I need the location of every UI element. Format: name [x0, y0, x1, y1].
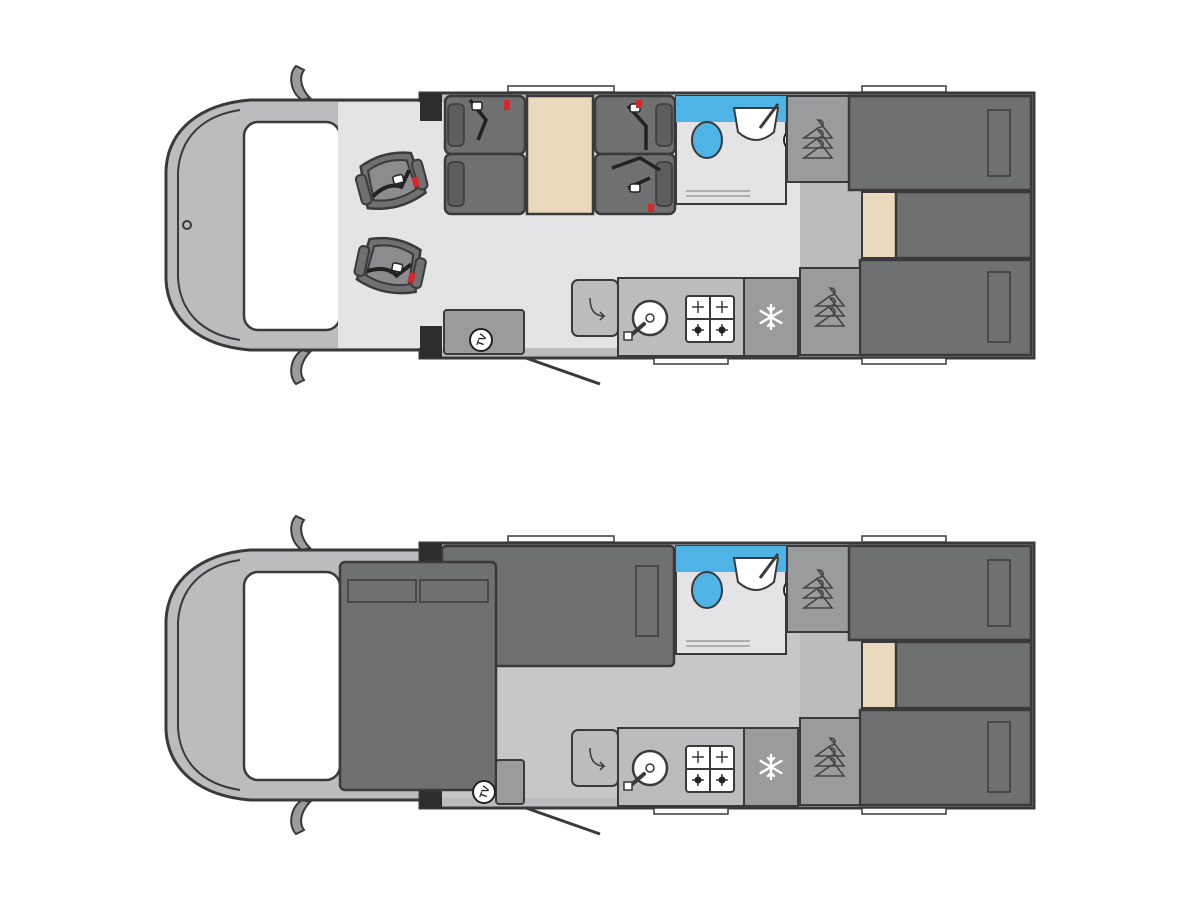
floorplan-day: TV TV — [164, 64, 1036, 386]
wardrobe — [799, 717, 861, 806]
kitchen-cupboard — [571, 729, 619, 787]
washroom — [675, 545, 787, 655]
windscreen — [242, 120, 342, 332]
hob-icon — [685, 295, 735, 343]
bed-icon — [338, 560, 498, 792]
toilet-icon — [691, 571, 723, 609]
table-icon — [525, 94, 595, 216]
wardrobe — [786, 545, 850, 633]
bed-icon — [847, 544, 1033, 642]
bed-icon — [847, 94, 1033, 192]
tv-cabinet — [495, 759, 525, 805]
dinette-seat — [593, 94, 677, 216]
window-icon — [653, 357, 729, 365]
window-icon — [653, 807, 729, 815]
mirror-icon — [290, 64, 312, 102]
step-icon — [861, 641, 897, 709]
tv-icon: TV — [472, 780, 496, 804]
tv-icon: TV — [469, 328, 493, 352]
hob-icon — [685, 745, 735, 793]
basin-icon — [732, 107, 780, 141]
dinette-seat — [443, 94, 527, 216]
wardrobe — [786, 95, 850, 183]
basin-icon — [732, 557, 780, 591]
mirror-icon — [290, 348, 312, 386]
washroom — [675, 95, 787, 205]
pillow — [419, 579, 489, 603]
bed-icon — [858, 708, 1033, 807]
wardrobe — [799, 267, 861, 356]
bed-icon — [894, 640, 1033, 710]
toilet-icon — [691, 121, 723, 159]
mirror-icon — [290, 514, 312, 552]
window-icon — [861, 535, 947, 543]
kitchen-cupboard — [571, 279, 619, 337]
window-icon — [861, 85, 947, 93]
window-icon — [507, 85, 615, 93]
tv-label: TV — [475, 332, 490, 348]
windscreen — [242, 570, 342, 782]
step-icon — [861, 191, 897, 259]
bed-icon — [894, 190, 1033, 260]
bed-icon — [858, 258, 1033, 357]
door-icon — [525, 806, 601, 836]
window-icon — [861, 807, 947, 815]
floorplan-night: TV TV — [164, 514, 1036, 836]
window-icon — [507, 535, 615, 543]
door-icon — [525, 356, 601, 386]
pillow — [347, 579, 417, 603]
mirror-icon — [290, 798, 312, 836]
window-icon — [861, 357, 947, 365]
tv-label: TV — [478, 784, 493, 800]
